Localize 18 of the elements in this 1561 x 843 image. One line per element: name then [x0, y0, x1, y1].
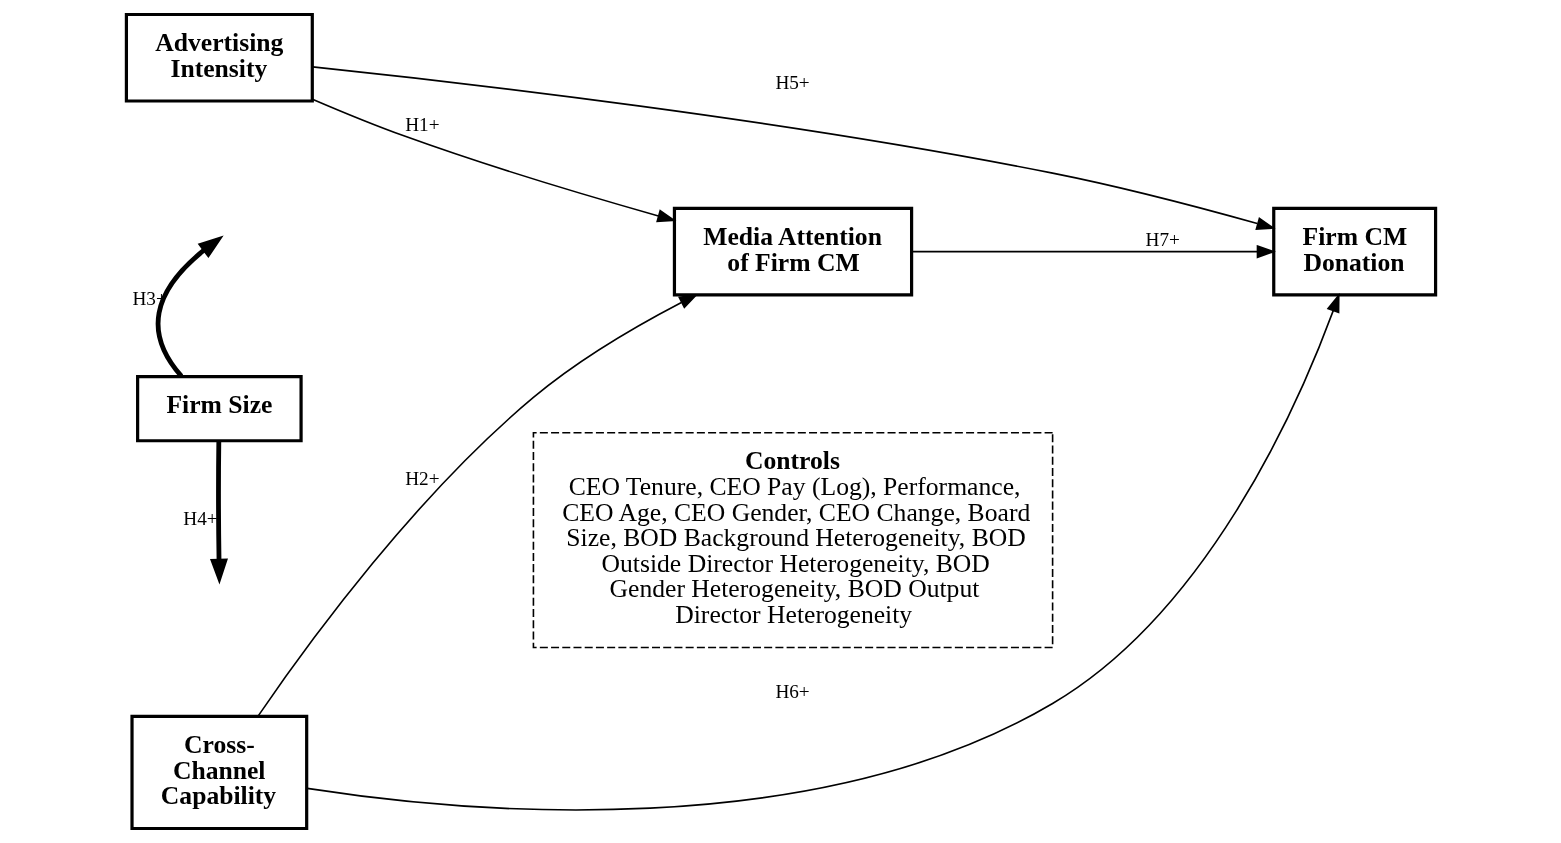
arrow: [311, 66, 1276, 230]
arrow: [305, 293, 1340, 811]
arrow: [256, 293, 698, 717]
arrow: [209, 440, 228, 585]
node-box: Cross-Channel Capability: [129, 714, 308, 831]
edge-label: H5+: [774, 72, 810, 94]
edge-label: H6+: [774, 681, 810, 703]
arrow: [155, 235, 224, 378]
arrow: [311, 98, 676, 223]
node-box: Advertising Intensity: [124, 12, 314, 103]
edge-label: H2+: [404, 467, 440, 489]
node-box: Controls CEO Tenure, CEO Pay (Log), Performance, CEO Age, CEO Gender, CEO Change, Board Size, BOD Background Heterogeneity, BOD Outside Director Heterogeneity, BOD Gender Heterogeneity, BOD Output Director Heterogeneity: [532, 431, 1053, 649]
arrow: [910, 244, 1276, 259]
node-box: Media Attention of Firm CM: [672, 206, 913, 297]
edge-label: H1+: [404, 113, 440, 135]
edge-label: H7+: [1145, 229, 1180, 251]
node-box: Firm Size: [135, 375, 303, 443]
node-box: Firm CM Donation: [1271, 206, 1437, 297]
